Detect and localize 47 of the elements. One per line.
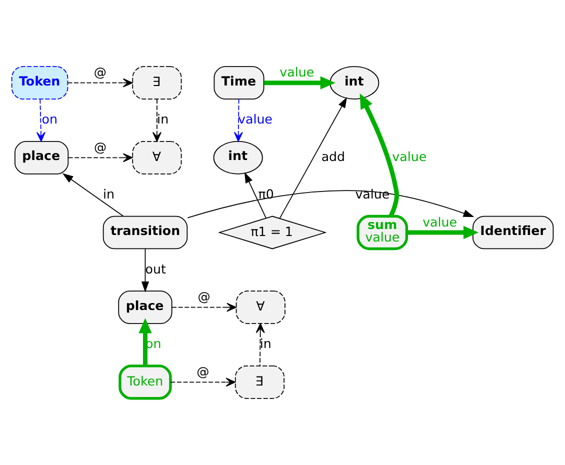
node-diamond: π1 = 1	[218, 216, 327, 250]
node-box: place	[118, 290, 172, 324]
arrow	[234, 98, 243, 142]
node-box: ∃	[234, 365, 285, 399]
node-box: Token	[118, 364, 172, 400]
node-box: ∀	[236, 290, 286, 324]
arrow	[67, 78, 133, 88]
edge-label: π0	[258, 186, 274, 202]
arrow	[152, 98, 162, 142]
edge-label: in	[102, 186, 114, 202]
arrow	[406, 226, 479, 240]
node-box: Identifier	[472, 216, 554, 250]
arrow	[187, 190, 474, 218]
arrow	[68, 153, 133, 162]
node-ellipse: int	[330, 66, 380, 100]
edge-label: value	[392, 149, 427, 164]
edge-label: on	[42, 112, 58, 127]
arrow	[360, 93, 400, 217]
node-box: Token	[11, 66, 68, 100]
node-ellipse: int	[213, 141, 263, 174]
node-box: ∀	[132, 141, 182, 174]
arrow	[62, 173, 124, 217]
edge-label: in	[157, 112, 169, 127]
edge-label: @	[198, 289, 210, 304]
node-box: ∃	[132, 66, 182, 100]
arrow	[256, 323, 265, 366]
edge-label: @	[196, 364, 210, 380]
node-box: Time	[214, 66, 264, 100]
node-box: transition	[102, 216, 188, 250]
edge-label: value	[422, 214, 458, 230]
arrow	[172, 302, 236, 312]
arrow	[170, 378, 236, 387]
edge-label: value	[280, 64, 314, 80]
edge-label: in	[260, 336, 272, 352]
edge-label: value	[238, 112, 272, 127]
arrow	[36, 98, 46, 142]
arrow	[138, 318, 152, 366]
edge-label: @	[94, 140, 107, 155]
edge-label: out	[145, 261, 166, 276]
arrow	[141, 248, 150, 292]
arrow	[264, 76, 336, 90]
edge-label: @	[94, 64, 106, 80]
node-box: place	[14, 141, 69, 174]
edge-label: add	[321, 149, 346, 164]
arrow	[279, 96, 348, 219]
arrow	[244, 172, 266, 219]
node-box: sum value	[356, 214, 408, 250]
